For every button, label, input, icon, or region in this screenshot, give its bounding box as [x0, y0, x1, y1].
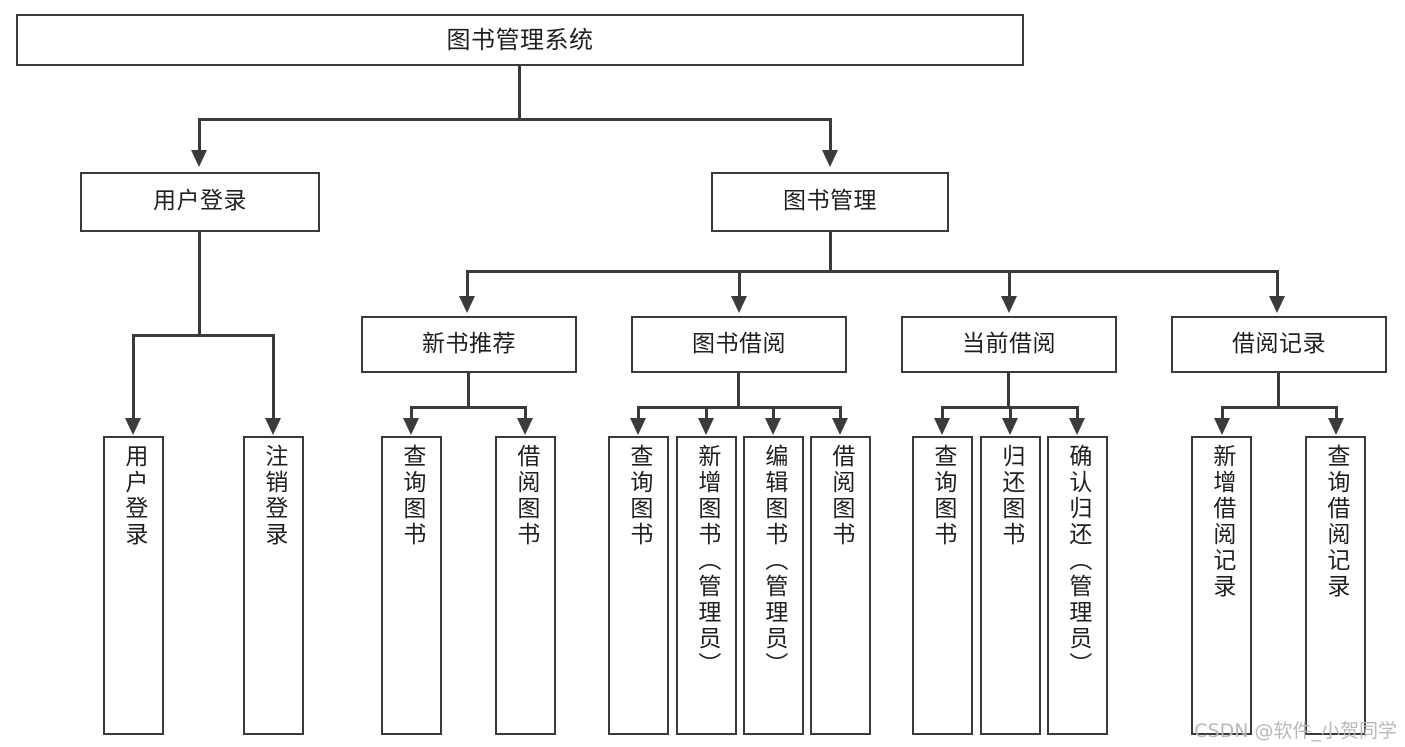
arrowhead-to-user-login: [191, 150, 207, 167]
arrowhead-cb-child-3: [1069, 418, 1085, 435]
node-leaf-query-book-cb[interactable]: 查询图书: [912, 436, 973, 735]
connector-user-login-bus: [132, 334, 275, 337]
connector-book-management-stem: [829, 232, 832, 272]
connector-borrow-record-stem: [1277, 373, 1280, 408]
connector-cb-child-3: [1076, 406, 1079, 420]
node-leaf-return-book[interactable]: 归还图书: [980, 436, 1041, 735]
node-borrow-record[interactable]: 借阅记录: [1171, 316, 1387, 373]
connector-bb-child-3: [772, 406, 775, 420]
connector-to-new-book-recommend: [466, 270, 469, 298]
connector-cb-child-2: [1009, 406, 1012, 420]
node-label: 查询图书: [625, 444, 652, 548]
node-label: 查询图书: [398, 444, 425, 548]
arrowhead-to-new-book-recommend: [459, 296, 475, 313]
connector-bb-child-2: [705, 406, 708, 420]
connector-user-login-child-2: [272, 334, 275, 420]
connector-br-child-1: [1221, 406, 1224, 420]
arrowhead-to-current-borrow: [1001, 296, 1017, 313]
node-label: 图书管理系统: [446, 25, 594, 54]
connector-to-book-borrow: [738, 270, 741, 298]
node-label: 借阅记录: [1232, 330, 1326, 357]
connector-book-borrow-stem: [737, 373, 740, 408]
arrowhead-user-login-child-2: [265, 418, 281, 435]
node-leaf-borrow-book-nbr[interactable]: 借阅图书: [495, 436, 556, 735]
node-label: 用户登录: [153, 188, 247, 215]
node-leaf-user-login[interactable]: 用户登录: [103, 436, 164, 735]
arrowhead-bb-child-3: [765, 418, 781, 435]
arrowhead-bb-child-1: [630, 418, 646, 435]
connector-bb-child-1: [637, 406, 640, 420]
arrowhead-br-child-2: [1328, 418, 1344, 435]
connector-borrow-record-bus: [1221, 406, 1338, 409]
node-label: 确认归还（管理员）: [1064, 444, 1091, 678]
connector-br-child-2: [1335, 406, 1338, 420]
connector-to-book-management: [829, 118, 832, 152]
connector-nbr-child-2: [524, 406, 527, 420]
arrowhead-cb-child-1: [934, 418, 950, 435]
node-leaf-add-borrow-record[interactable]: 新增借阅记录: [1191, 436, 1252, 735]
node-leaf-edit-book-admin[interactable]: 编辑图书（管理员）: [743, 436, 804, 735]
connector-level1-bus: [198, 118, 832, 121]
connector-new-book-recommend-stem: [467, 373, 470, 408]
node-label: 借阅图书: [512, 444, 539, 548]
node-label: 借阅图书: [827, 444, 854, 548]
arrowhead-nbr-child-2: [517, 418, 533, 435]
node-leaf-query-book-nbr[interactable]: 查询图书: [381, 436, 442, 735]
arrowhead-nbr-child-1: [403, 418, 419, 435]
node-leaf-query-borrow-record[interactable]: 查询借阅记录: [1305, 436, 1366, 735]
node-label: 注销登录: [260, 444, 287, 548]
connector-book-borrow-bus: [637, 406, 842, 409]
node-label: 用户登录: [120, 444, 147, 548]
connector-cb-child-1: [941, 406, 944, 420]
connector-new-book-recommend-bus: [410, 406, 527, 409]
connector-to-user-login: [198, 118, 201, 152]
node-label: 查询图书: [929, 444, 956, 548]
connector-user-login-child-1: [132, 334, 135, 420]
node-label: 编辑图书（管理员）: [760, 444, 787, 678]
node-label: 图书借阅: [692, 330, 786, 357]
connector-nbr-child-1: [410, 406, 413, 420]
connector-user-login-stem: [198, 232, 201, 336]
node-label: 新书推荐: [422, 330, 516, 357]
node-leaf-query-book-bb[interactable]: 查询图书: [608, 436, 669, 735]
connector-to-current-borrow: [1008, 270, 1011, 298]
connector-bb-child-4: [839, 406, 842, 420]
arrowhead-bb-child-2: [698, 418, 714, 435]
node-label: 归还图书: [997, 444, 1024, 548]
node-leaf-borrow-book-bb[interactable]: 借阅图书: [810, 436, 871, 735]
connector-current-borrow-stem: [1007, 373, 1010, 408]
connector-root-stem: [518, 66, 521, 118]
csdn-watermark: CSDN @软件_小贺同学: [1194, 720, 1397, 742]
node-label: 图书管理: [783, 188, 877, 215]
arrowhead-user-login-child-1: [125, 418, 141, 435]
arrowhead-to-book-management: [822, 150, 838, 167]
connector-level3-bus: [466, 270, 1279, 273]
arrowhead-to-borrow-record: [1269, 296, 1285, 313]
node-leaf-confirm-return-admin[interactable]: 确认归还（管理员）: [1047, 436, 1108, 735]
node-book-management[interactable]: 图书管理: [711, 172, 949, 232]
node-new-book-recommend[interactable]: 新书推荐: [361, 316, 577, 373]
node-label: 查询借阅记录: [1322, 444, 1349, 600]
node-label: 当前借阅: [962, 330, 1056, 357]
node-label: 新增图书（管理员）: [693, 444, 720, 678]
node-book-borrow[interactable]: 图书借阅: [631, 316, 847, 373]
node-label: 新增借阅记录: [1208, 444, 1235, 600]
node-leaf-add-book-admin[interactable]: 新增图书（管理员）: [676, 436, 737, 735]
arrowhead-br-child-1: [1214, 418, 1230, 435]
arrowhead-cb-child-2: [1002, 418, 1018, 435]
node-root-book-management-system[interactable]: 图书管理系统: [16, 14, 1024, 66]
node-user-login[interactable]: 用户登录: [80, 172, 320, 232]
node-leaf-logout[interactable]: 注销登录: [243, 436, 304, 735]
connector-to-borrow-record: [1276, 270, 1279, 298]
node-current-borrow[interactable]: 当前借阅: [901, 316, 1117, 373]
arrowhead-to-book-borrow: [731, 296, 747, 313]
arrowhead-bb-child-4: [832, 418, 848, 435]
